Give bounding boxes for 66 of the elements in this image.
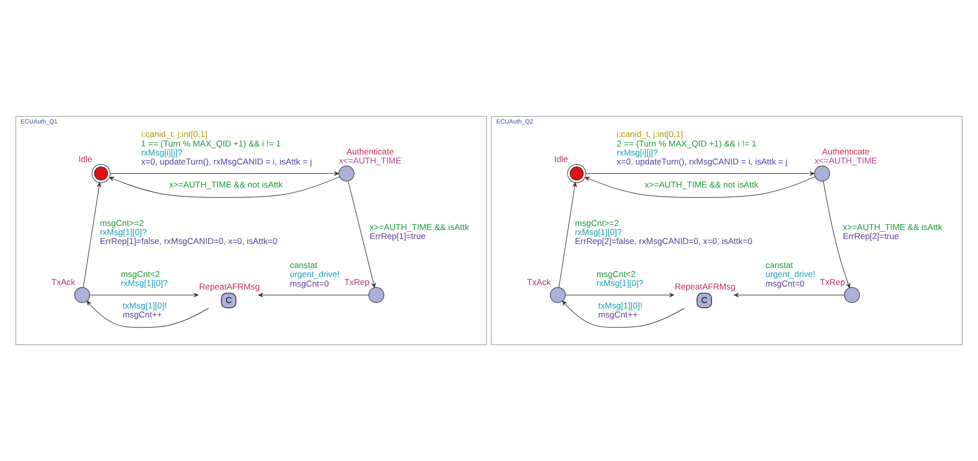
arrow (562, 300, 685, 328)
node-label: TxAck (527, 277, 551, 288)
edge-label: ErrRep[2]=false, rxMsgCANID=0, x=0, isAttk=0 (574, 236, 752, 246)
arrow (558, 182, 577, 288)
arrow (734, 292, 845, 298)
edge-label: canstat (290, 260, 318, 270)
edge-label: x>=AUTH_TIME && not isAttk (169, 179, 283, 190)
node-circle (550, 287, 566, 303)
arrow (258, 292, 369, 298)
arrow (110, 171, 339, 176)
arrow (90, 292, 198, 298)
arrow (823, 180, 850, 288)
edge-label: msgCnt=0 (765, 278, 805, 288)
edge-label: x>=AUTH_TIME && isAttk (370, 222, 470, 232)
node-label: RepeatAFRMsg (199, 282, 260, 292)
edge-label: ErrRep[1]=true (370, 231, 426, 242)
node-label: TxRep (344, 277, 370, 288)
arrow (86, 300, 209, 328)
edge-label: urgent_drive! (290, 269, 340, 280)
node-label: Authenticate (822, 146, 870, 156)
edge-label: msgCnt>=2 (574, 218, 619, 228)
arrow (348, 180, 376, 288)
edge-label: 2 == (Turn % MAX_QID +1) && i != 1 (616, 138, 757, 148)
edge-label: msgCnt++ (598, 310, 638, 320)
node-label: RepeatAFRMsg (674, 282, 736, 292)
node-circle (338, 166, 354, 182)
edge-label: 1 == (Turn % MAX_QID +1) && i != 1 (141, 138, 281, 148)
edge-label: rxMsg[1][0]? (596, 278, 644, 288)
edge-label: txMsg[1][0]! (122, 300, 167, 311)
edge-label: x=0, updateTurn(), rxMsgCANID = i, isAttk = j (616, 156, 788, 167)
arrow (586, 171, 815, 176)
edge-label: x=0, updateTurn(), rxMsgCANID = i, isAttk = j (141, 156, 312, 167)
node-label: Authenticate (346, 146, 394, 156)
node-label: Idle (554, 154, 568, 164)
node-label: x<=AUTH_TIME (338, 156, 402, 166)
edge-label: x>=AUTH_TIME && isAttk (842, 222, 942, 232)
edge-label: rxMsg[i][j]? (616, 147, 658, 158)
edge-label: canstat (765, 260, 793, 270)
edge-label: rxMsg[1][0]? (100, 226, 147, 237)
node-label: Idle (78, 154, 92, 164)
node-label: x<=AUTH_TIME (814, 156, 877, 166)
edge-label: rxMsg[1][0]? (574, 226, 622, 237)
edge-label: msgCnt>=2 (100, 218, 144, 228)
arrow (82, 182, 102, 288)
node-circle (844, 287, 860, 303)
edge-label: msgCnt=0 (290, 278, 329, 288)
edge-label: txMsg[1][0]! (598, 300, 642, 311)
node-label: TxAck (51, 277, 76, 288)
edge-label: i:canid_t, j:int[0,1] (141, 129, 208, 140)
edge-label: msgCnt++ (122, 310, 162, 320)
arrow (584, 176, 816, 198)
node-label: TxRep (820, 277, 846, 288)
edge-label: urgent_drive! (765, 269, 816, 280)
arrow (565, 292, 674, 298)
node-circle (814, 166, 830, 182)
arrow (109, 176, 340, 198)
edge-label: x>=AUTH_TIME && not isAttk (644, 179, 758, 190)
edge-label: rxMsg[i][j]? (141, 147, 182, 158)
edge-label: rxMsg[1][0]? (120, 278, 168, 288)
edge-label: i:canid_t, j:int[0,1] (616, 129, 684, 140)
node-circle (74, 287, 90, 303)
node-circle (368, 287, 384, 303)
edge-label: ErrRep[2]=true (842, 231, 899, 242)
edge-label: msgCnt<2 (596, 268, 636, 279)
edge-label: ErrRep[1]=false, rxMsgCANID=0, x=0, isAttk=0 (100, 236, 278, 246)
edge-label: msgCnt<2 (120, 268, 160, 279)
